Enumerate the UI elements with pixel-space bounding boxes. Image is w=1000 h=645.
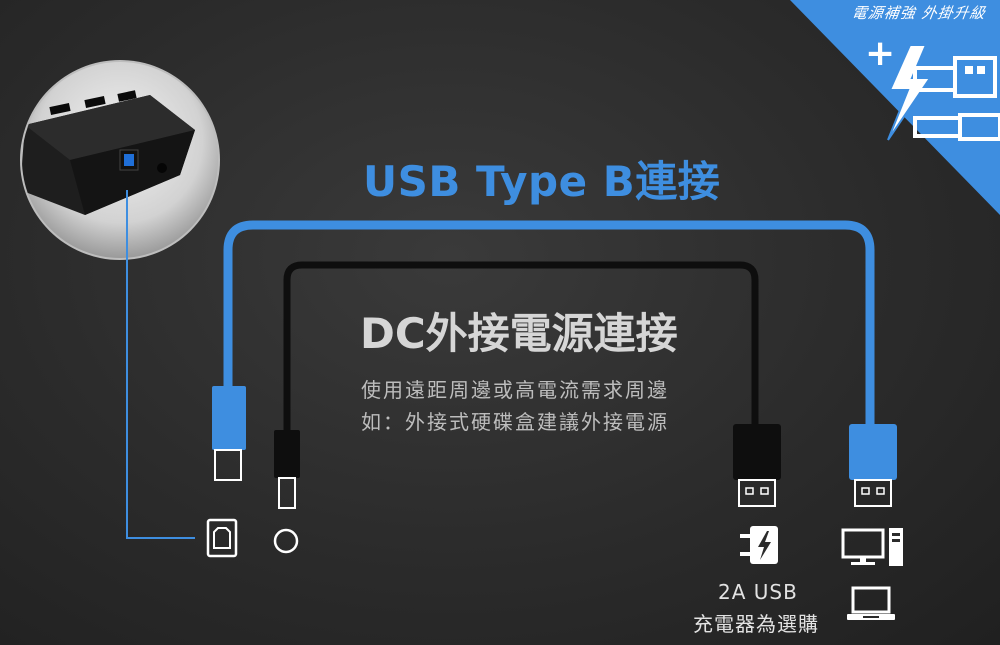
desktop-computer-icon xyxy=(841,528,903,566)
guide-line xyxy=(126,190,195,539)
charger-label: 2A USB xyxy=(718,580,798,604)
corner-banner xyxy=(790,0,1000,215)
laptop-icon xyxy=(847,586,895,620)
usb-a-connector-blue xyxy=(849,424,897,507)
description-line-2: 如：外接式硬碟盒建議外接電源 xyxy=(361,410,669,434)
dc-port-icon xyxy=(273,528,299,554)
hub-photo xyxy=(20,60,220,260)
usb-b-port-icon xyxy=(206,518,238,558)
usb-plus-lightning-icon: + xyxy=(865,33,1000,141)
dc-cable xyxy=(283,261,759,430)
dc-connector xyxy=(274,430,300,509)
usb-cable xyxy=(223,220,875,425)
usb-b-connector xyxy=(212,386,246,481)
charger-icon xyxy=(740,526,778,564)
dc-connection-title: DC外接電源連接 xyxy=(360,309,678,358)
description-line-1: 使用遠距周邊或高電流需求周邊 xyxy=(361,378,669,402)
usb-a-connector-black xyxy=(733,424,781,507)
svg-text:+: + xyxy=(865,33,895,74)
charger-optional-label: 充電器為選購 xyxy=(693,612,819,636)
usb-connection-title: USB Type B連接 xyxy=(363,157,721,206)
